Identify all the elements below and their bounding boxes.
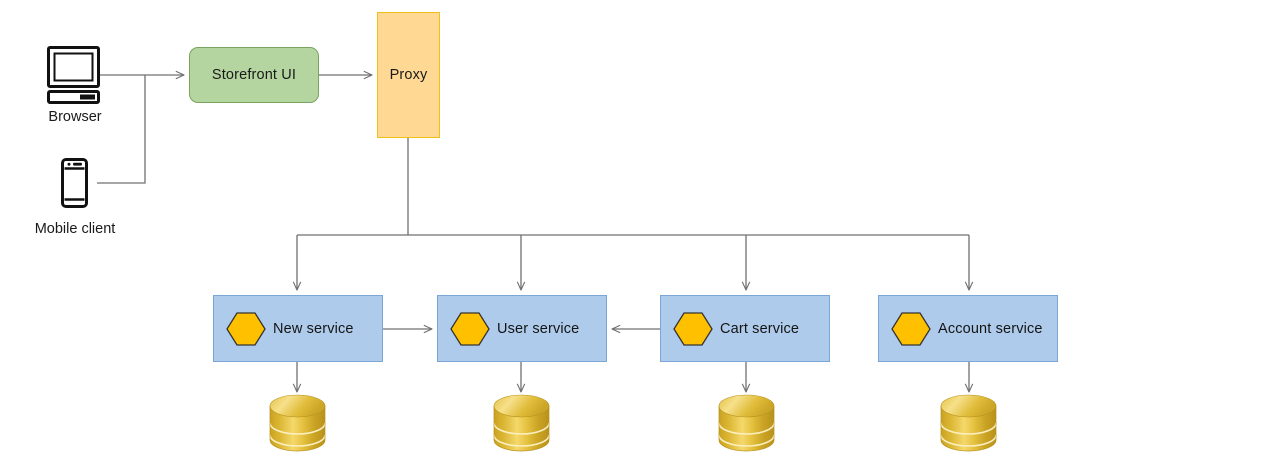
hexagon-icon	[450, 311, 490, 346]
desktop-computer-icon	[47, 46, 100, 104]
service-node-new[interactable]: New service	[213, 295, 383, 362]
hexagon-icon	[226, 311, 266, 346]
database-cylinders	[269, 394, 997, 452]
service-label-cart: Cart service	[720, 320, 800, 337]
database-cylinder-icon	[269, 394, 326, 452]
storefront-ui-label: Storefront UI	[211, 67, 297, 83]
database-cylinder-icon	[493, 394, 550, 452]
database-cylinder-icon	[940, 394, 997, 452]
service-node-cart[interactable]: Cart service	[660, 295, 830, 362]
service-label-account: Account service	[938, 320, 1043, 337]
hexagon-icon	[673, 311, 713, 346]
storefront-ui-node[interactable]: Storefront UI	[189, 47, 319, 103]
service-node-account[interactable]: Account service	[878, 295, 1058, 362]
proxy-label: Proxy	[389, 67, 428, 83]
service-node-user[interactable]: User service	[437, 295, 607, 362]
service-label-user: User service	[497, 320, 580, 337]
edge-mobile-to-storefront	[97, 75, 146, 184]
mobile-phone-icon	[61, 158, 88, 208]
mobile-client-label: Mobile client	[34, 221, 116, 237]
database-cylinder-icon	[718, 394, 775, 452]
browser-label: Browser	[48, 109, 102, 125]
hexagon-icon	[891, 311, 931, 346]
proxy-node[interactable]: Proxy	[377, 12, 440, 138]
service-label-new: New service	[273, 320, 354, 337]
